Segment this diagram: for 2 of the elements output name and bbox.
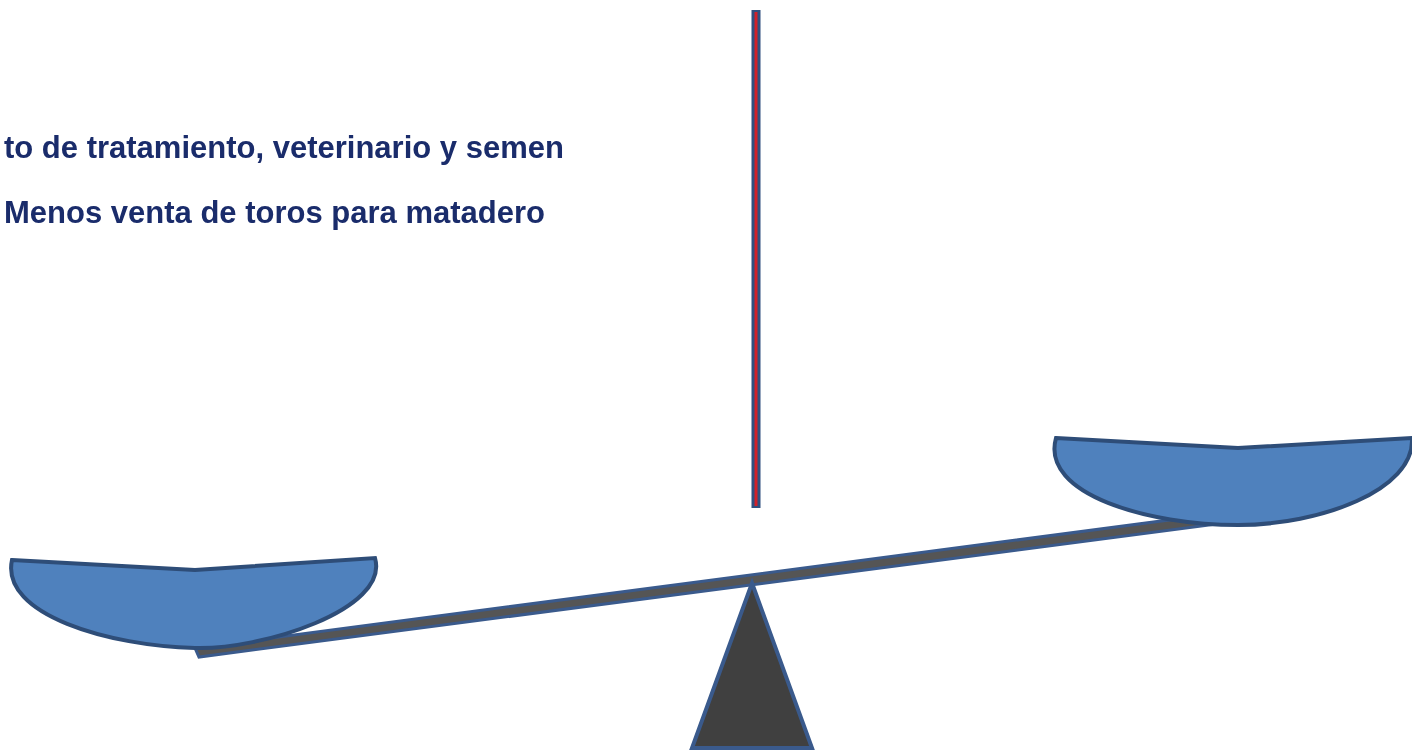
caption-text: to de tratamiento, veterinario y semen bbox=[4, 130, 564, 166]
caption-text: Menos venta de toros para matadero bbox=[4, 195, 545, 231]
